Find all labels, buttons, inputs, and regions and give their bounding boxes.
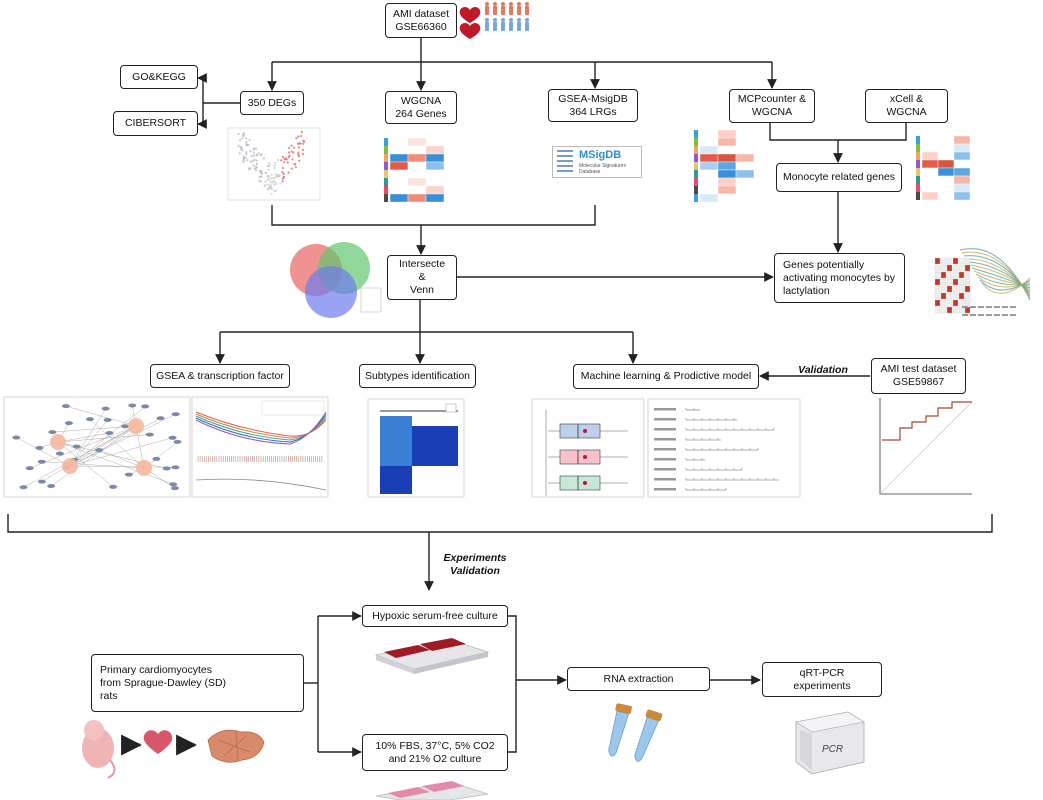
mcpcounter-box: MCPcounter & WGCNA bbox=[729, 89, 815, 123]
tf-network-plot bbox=[3, 396, 191, 498]
cell-tissue-icon bbox=[207, 729, 265, 763]
edge-big-bracket bbox=[7, 514, 993, 533]
ml-model-box: Machine learning & Prodictive model bbox=[573, 364, 759, 389]
hypoxic-culture-box: Hypoxic serum-free culture bbox=[362, 605, 508, 627]
nomogram-plot bbox=[647, 398, 801, 498]
edge-exp-right-rail bbox=[508, 615, 517, 753]
tube-icon bbox=[608, 703, 632, 757]
msigdb-logo: MSigDB Molecular Signatures Database bbox=[552, 146, 642, 178]
consensus-matrix-plot bbox=[367, 398, 465, 498]
rna-extraction-box: RNA extraction bbox=[567, 667, 710, 691]
boxplot-chart bbox=[531, 398, 645, 498]
fbs-culture-box: 10% FBS, 37°C, 5% CO2 and 21% O2 culture bbox=[362, 734, 508, 771]
tube-icon bbox=[634, 709, 663, 762]
degs-box: 350 DEGs bbox=[240, 91, 304, 115]
lactylation-genes-box: Genes potentially activating monocytes b… bbox=[774, 253, 905, 303]
pcr-machine-icon: PCR bbox=[795, 711, 865, 775]
connector-lines bbox=[7, 38, 993, 757]
mcpcounter-heatmap bbox=[692, 124, 762, 214]
gene-network-plot bbox=[918, 238, 1038, 330]
edge-mcp-down bbox=[769, 123, 907, 141]
subtypes-box: Subtypes identification bbox=[359, 364, 476, 388]
ami-test-box: AMI test dataset GSE59867 bbox=[871, 358, 966, 394]
msigdb-subtitle: Molecular Signatures Database bbox=[579, 163, 626, 175]
experiments-validation-label: Experiments Validation bbox=[443, 552, 507, 577]
qrtpcr-box: qRT-PCR experiments bbox=[762, 662, 882, 697]
wgcna-box: WGCNA 264 Genes bbox=[385, 91, 457, 124]
roc-curve-plot bbox=[872, 397, 974, 509]
cibersort-box: CIBERSORT bbox=[113, 111, 198, 136]
heart-icon bbox=[459, 7, 481, 39]
culture-dish-icon bbox=[374, 638, 490, 674]
xcell-heatmap bbox=[914, 130, 978, 212]
pcr-label: PCR bbox=[822, 744, 843, 755]
primary-cardiomyocytes-box: Primary cardiomyocytes from Sprague-Dawl… bbox=[91, 654, 304, 712]
gsea-tf-box: GSEA & transcription factor bbox=[150, 364, 290, 388]
go-kegg-box: GO&KEGG bbox=[120, 65, 198, 89]
monocyte-genes-box: Monocyte related genes bbox=[776, 163, 902, 192]
edge-collect-rail bbox=[271, 205, 596, 226]
intersect-venn-box: Intersecte & Venn bbox=[387, 255, 457, 300]
venn-diagram bbox=[290, 242, 382, 318]
rat-pup-icon bbox=[82, 720, 116, 779]
gsea-msigdb-box: GSEA-MsigDB 364 LRGs bbox=[548, 89, 638, 122]
msigdb-title: MSigDB bbox=[579, 149, 622, 161]
culture-dish-icon bbox=[375, 781, 489, 800]
gsea-enrichment-plot bbox=[191, 396, 329, 498]
validation-label: Validation bbox=[798, 364, 848, 376]
xcell-box: xCell & WGCNA bbox=[865, 89, 948, 123]
heart-organ-icon bbox=[143, 730, 173, 754]
people-icon bbox=[485, 2, 529, 31]
volcano-plot bbox=[227, 127, 321, 201]
wgcna-heatmap bbox=[382, 132, 452, 214]
ami-dataset-box: AMI dataset GSE66360 bbox=[385, 3, 457, 38]
